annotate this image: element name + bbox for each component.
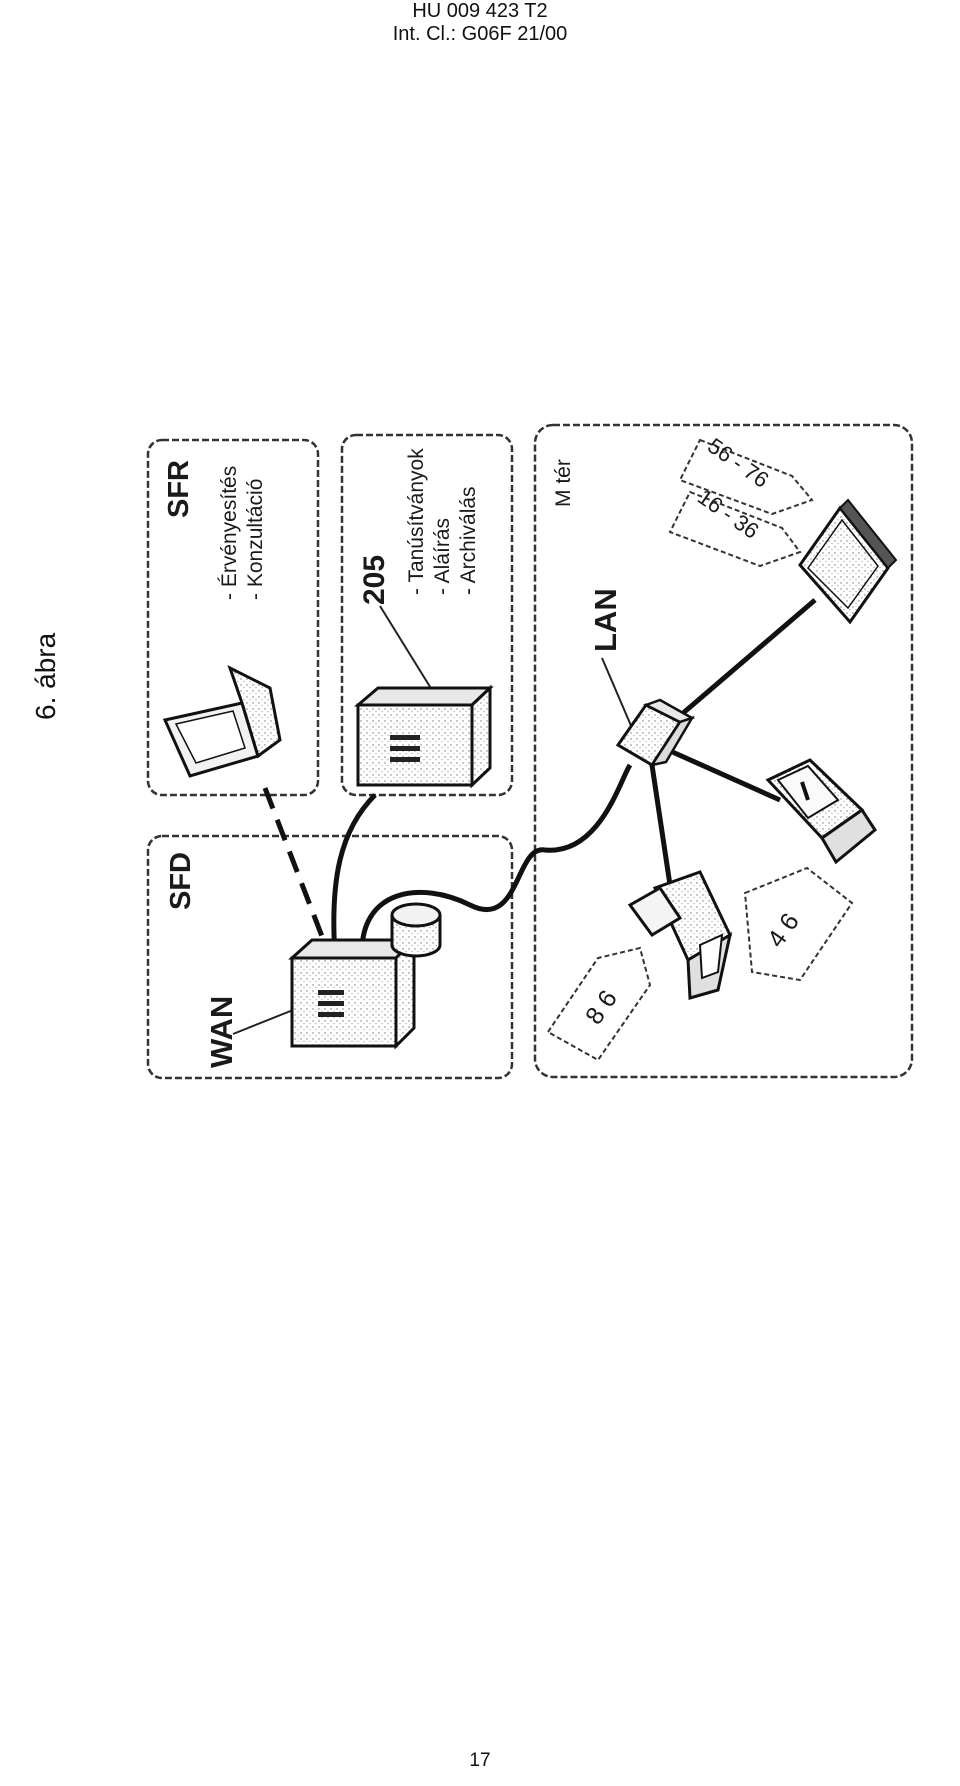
sfr-item-2: - Konzultáció xyxy=(244,479,267,600)
sfd-label: SFD xyxy=(165,852,197,910)
lan-to-terminal xyxy=(666,747,782,803)
wan-leader xyxy=(232,1009,294,1035)
page-header: HU 009 423 T2 Int. Cl.: G06F 21/00 xyxy=(0,0,960,46)
wan-to-205-cable xyxy=(331,793,377,956)
tag-8-6: 8 6 xyxy=(546,946,652,1062)
dashed-link xyxy=(262,787,331,953)
tag-16-36: 16 - 36 xyxy=(668,484,802,568)
sfr-label: SFR xyxy=(163,460,195,518)
sfr-box xyxy=(146,438,320,797)
laptop-icon xyxy=(162,665,282,778)
lan-leader xyxy=(601,657,633,729)
mter-label: M tér xyxy=(552,459,575,507)
patent-number: HU 009 423 T2 xyxy=(412,0,548,22)
classification: Int. Cl.: G06F 21/00 xyxy=(392,23,568,45)
printer-icon xyxy=(627,870,733,1000)
server-205-icon xyxy=(353,684,494,789)
terminal-monitor-icon xyxy=(765,758,877,865)
server205-leader xyxy=(379,605,433,691)
lan-to-workstation xyxy=(673,598,817,722)
mter-box xyxy=(533,423,914,1079)
server205-item-3: - Archiválás xyxy=(457,486,480,595)
server205-item-1: - Tanúsítványok xyxy=(405,448,428,595)
lan-label: LAN xyxy=(588,588,623,652)
lan-hub-icon xyxy=(615,698,696,768)
wan-server-icon xyxy=(288,936,418,1050)
workstation-icon xyxy=(798,498,898,625)
server205-item-2: - Aláírás xyxy=(431,518,454,595)
server205-box xyxy=(340,433,514,797)
server205-label: 205 xyxy=(358,555,391,605)
wan-to-lan-cable xyxy=(359,763,633,956)
tag-4-6: 4 6 xyxy=(743,866,854,982)
lan-to-printer xyxy=(649,764,673,886)
wan-label: WAN xyxy=(204,996,239,1068)
sfd-box xyxy=(146,834,514,1080)
sfr-item-1: - Érvényesítés xyxy=(218,466,241,600)
page-number: 17 xyxy=(469,1750,491,1771)
database-disk-icon xyxy=(390,902,442,958)
